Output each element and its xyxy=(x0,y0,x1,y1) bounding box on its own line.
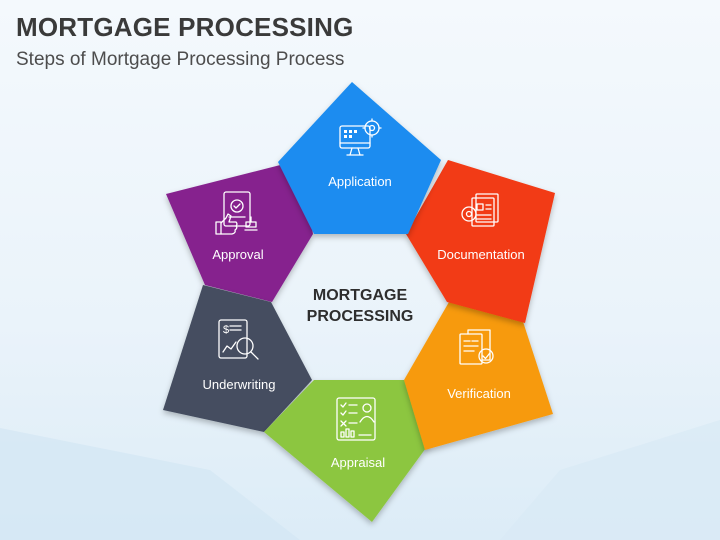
step-label-application: Application xyxy=(328,174,392,189)
step-label-appraisal: Appraisal xyxy=(331,455,385,470)
document-thumbs-up-icon xyxy=(215,191,258,235)
step-label-underwriting: Underwriting xyxy=(203,377,276,392)
page-subtitle: Steps of Mortgage Processing Process xyxy=(16,49,345,70)
step-approval-shape xyxy=(166,160,313,302)
svg-text:$: $ xyxy=(223,324,229,336)
step-appraisal-shape xyxy=(264,380,450,522)
center-label-line1: MORTGAGE xyxy=(313,287,408,304)
center-label-line2: PROCESSING xyxy=(307,308,414,325)
document-magnifier-icon: $ xyxy=(218,319,259,360)
step-verification-shape xyxy=(404,300,553,450)
documents-gear-icon xyxy=(461,193,499,227)
step-documentation-shape xyxy=(406,160,555,323)
checklist-person-icon xyxy=(336,397,376,441)
step-application-shape xyxy=(278,82,441,234)
step-label-documentation: Documentation xyxy=(437,247,524,262)
step-label-approval: Approval xyxy=(212,247,263,262)
step-label-verification: Verification xyxy=(447,386,511,401)
page-title: MORTGAGE PROCESSING xyxy=(16,12,354,42)
computer-gear-icon xyxy=(339,118,382,156)
document-check-icon xyxy=(459,329,494,365)
